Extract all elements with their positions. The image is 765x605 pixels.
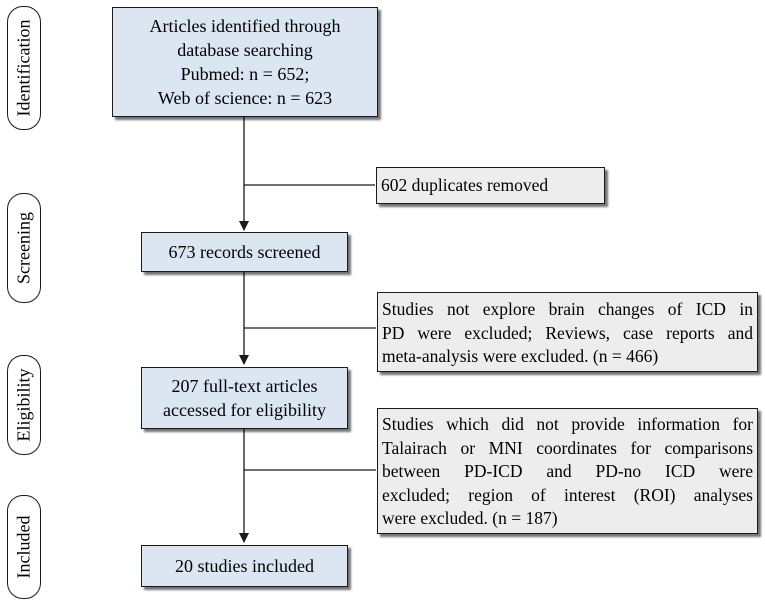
stage-included: Included [7, 495, 41, 599]
identified-line-4: Web of science: n = 623 [157, 88, 333, 108]
screened-box: 673 records screened [141, 232, 348, 272]
excluded-eligibility-line-3: between PD-ICD and PD-no ICD were [382, 461, 753, 481]
duplicates-box: 602 duplicates removed [376, 167, 605, 204]
identified-line-3: Pubmed: n = 652; [180, 64, 310, 84]
identified-box: Articles identified through database sea… [112, 7, 378, 117]
fulltext-line-2: accessed for eligibility [163, 400, 326, 420]
identified-line-1: Articles identified through [149, 16, 341, 36]
excluded-eligibility-line-2: Talairach or MNI coordinates for compari… [382, 437, 753, 458]
included-text: 20 studies included [175, 556, 314, 576]
stage-screening: Screening [7, 193, 41, 303]
fulltext-line-1: 207 full-text articles [171, 376, 318, 396]
stage-eligibility-label: Eligibility [13, 368, 34, 442]
stage-identification-label: Identification [13, 19, 34, 117]
excluded-screening-line-1: Studies not explore brain changes of ICD… [382, 299, 753, 319]
stage-included-label: Included [13, 515, 34, 579]
screened-text: 673 records screened [168, 242, 321, 262]
identified-line-2: database searching [177, 40, 313, 60]
excluded-eligibility-line-1: Studies which did not provide informatio… [382, 414, 753, 434]
excluded-eligibility-line-5: were excluded. (n = 187) [382, 508, 558, 528]
fulltext-box: 207 full-text articles accessed for elig… [141, 367, 348, 429]
stage-identification: Identification [7, 6, 41, 130]
excluded-eligibility-line-4: excluded; region of interest (ROI) analy… [382, 484, 753, 505]
excluded-screening-line-3: meta-analysis were excluded. (n = 466) [382, 346, 659, 366]
excluded-eligibility-box: Studies which did not provide informatio… [377, 408, 758, 534]
included-box: 20 studies included [141, 545, 348, 587]
duplicates-text: 602 duplicates removed [381, 174, 549, 195]
excluded-screening-box: Studies not explore brain changes of ICD… [377, 292, 758, 372]
stage-screening-label: Screening [13, 212, 34, 284]
stage-eligibility: Eligibility [7, 355, 41, 455]
excluded-screening-line-2: PD were excluded; Reviews, case reports … [382, 322, 753, 343]
